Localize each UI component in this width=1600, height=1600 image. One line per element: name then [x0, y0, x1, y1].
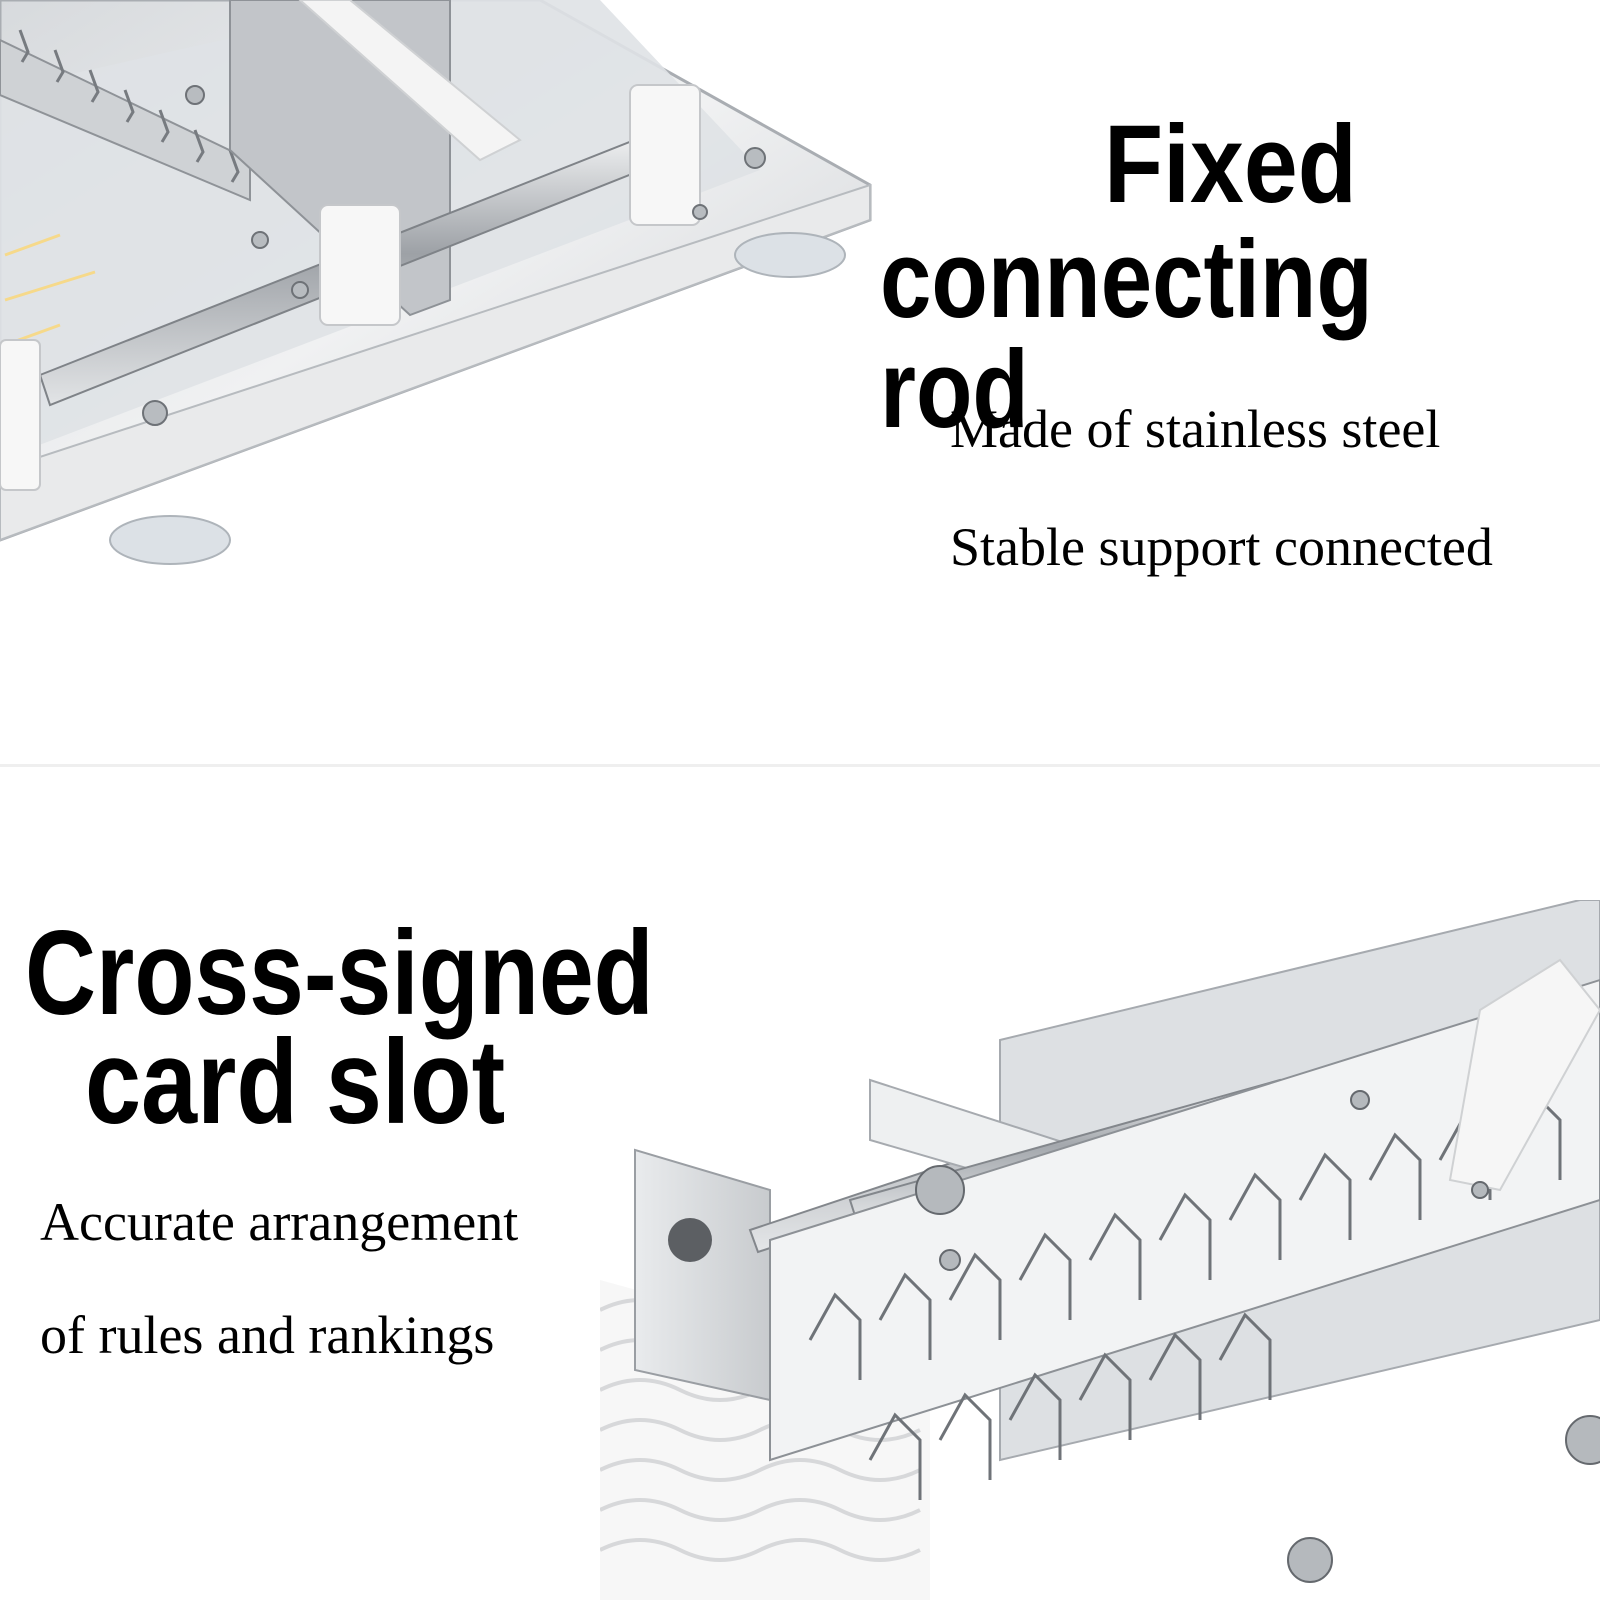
connecting-rod-product-photo: [0, 0, 880, 600]
top-feature-2: Stable support connected: [950, 517, 1493, 577]
card-slot-product-photo: [600, 900, 1600, 1600]
bottom-feature-panel: Cross-signed card slot Accurate arrangem…: [0, 800, 1600, 1600]
bottom-feature-2: of rules and rankings: [40, 1305, 495, 1365]
bottom-heading-line2: card slot: [85, 1015, 506, 1149]
top-feature-panel: Fixed connecting rod Made of stainless s…: [0, 0, 1493, 600]
top-heading-line2: connecting rod: [880, 218, 1373, 451]
bottom-feature-1: Accurate arrangement: [40, 1192, 519, 1252]
bottom-heading-line1: Cross-signed: [25, 906, 654, 1040]
top-feature-1: Made of stainless steel: [950, 399, 1441, 459]
section-divider: [0, 764, 1600, 767]
top-heading-line1: Fixed: [1104, 103, 1357, 226]
